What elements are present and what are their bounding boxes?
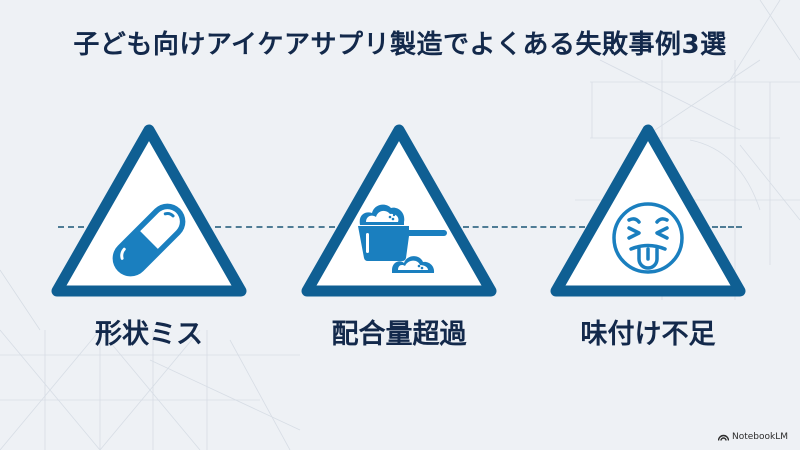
slide-title: 子ども向けアイケアサプリ製造でよくある失敗事例3選 [73, 30, 727, 60]
item-label-flavor-lacking: 味付け不足 [580, 319, 716, 350]
dashed-guide-line [712, 226, 742, 228]
warning-sign-flavor-lacking [543, 118, 753, 304]
brand-label: NotebookLM [731, 432, 788, 442]
item-label-dosage-excess: 配合量超過 [331, 319, 467, 350]
dashed-guide-line [463, 226, 585, 228]
capsule-pill-icon [112, 203, 186, 277]
warning-sign-shape-error [44, 118, 254, 304]
powder-scoop-icon [358, 204, 447, 273]
warning-triangle-icon [550, 124, 746, 297]
item-label-shape-error: 形状ミス [95, 319, 203, 350]
brand-watermark: NotebookLM [717, 432, 788, 442]
dashed-guide-line [58, 226, 84, 228]
disgusted-face-tongue-icon [612, 202, 684, 274]
dashed-guide-line [215, 226, 335, 228]
warning-triangle-icon [51, 124, 247, 297]
warning-sign-dosage-excess [294, 118, 504, 304]
notebooklm-logo-icon [717, 434, 729, 441]
